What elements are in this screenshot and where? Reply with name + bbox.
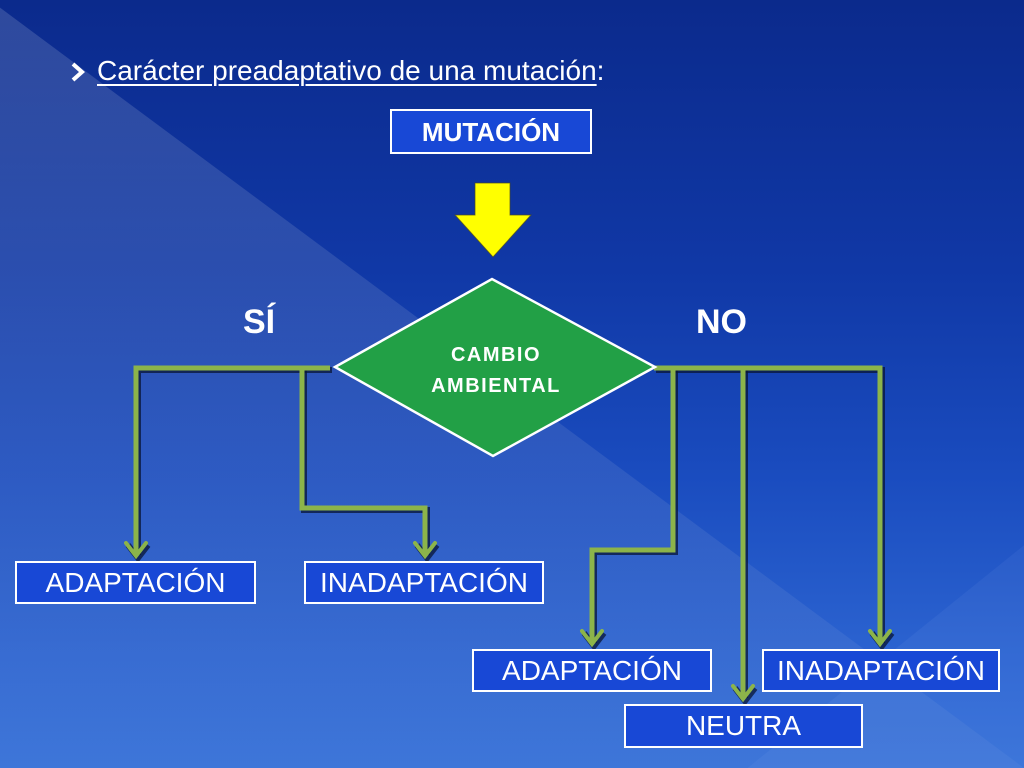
connector-no-adaptacion bbox=[580, 368, 676, 648]
node-no-inadaptacion: INADAPTACIÓN bbox=[762, 649, 1000, 692]
yellow-down-arrow bbox=[453, 182, 533, 258]
node-yes-adaptacion: ADAPTACIÓN bbox=[15, 561, 256, 604]
connector-shadow bbox=[656, 367, 885, 643]
node-no-neutra: NEUTRA bbox=[624, 704, 863, 748]
decision-diamond: CAMBIO AMBIENTAL bbox=[332, 277, 658, 458]
yes-branch-label: SÍ bbox=[243, 303, 276, 341]
connector-line bbox=[133, 365, 330, 553]
no-branch-label: NO bbox=[696, 303, 747, 341]
connector-no-inadaptacion bbox=[654, 365, 892, 648]
slide-heading: Carácter preadaptativo de una mutación: bbox=[97, 54, 604, 88]
connector-line bbox=[589, 368, 676, 641]
connector-line bbox=[654, 365, 883, 641]
arrowhead bbox=[413, 541, 437, 560]
decision-label-line1: CAMBIO bbox=[451, 344, 541, 366]
node-no-adaptacion: ADAPTACIÓN bbox=[472, 649, 712, 692]
connector-yes-adaptacion bbox=[124, 365, 330, 560]
heading-text: Carácter preadaptativo de una mutación bbox=[97, 55, 597, 86]
arrowhead bbox=[124, 541, 148, 560]
chevron-right-icon bbox=[69, 62, 87, 82]
decision-label-line2: AMBIENTAL bbox=[431, 375, 561, 397]
arrowhead bbox=[868, 629, 892, 648]
decision-diamond-shape bbox=[332, 277, 658, 458]
arrowhead bbox=[580, 629, 604, 648]
connector-shadow bbox=[591, 370, 678, 643]
connector-line bbox=[299, 368, 428, 553]
connector-no-neutra bbox=[731, 368, 755, 703]
node-yes-inadaptacion: INADAPTACIÓN bbox=[304, 561, 544, 604]
connector-yes-inadaptacion bbox=[299, 368, 437, 560]
heading-colon: : bbox=[596, 55, 605, 86]
node-mutacion: MUTACIÓN bbox=[390, 109, 592, 154]
arrowhead bbox=[731, 684, 755, 703]
